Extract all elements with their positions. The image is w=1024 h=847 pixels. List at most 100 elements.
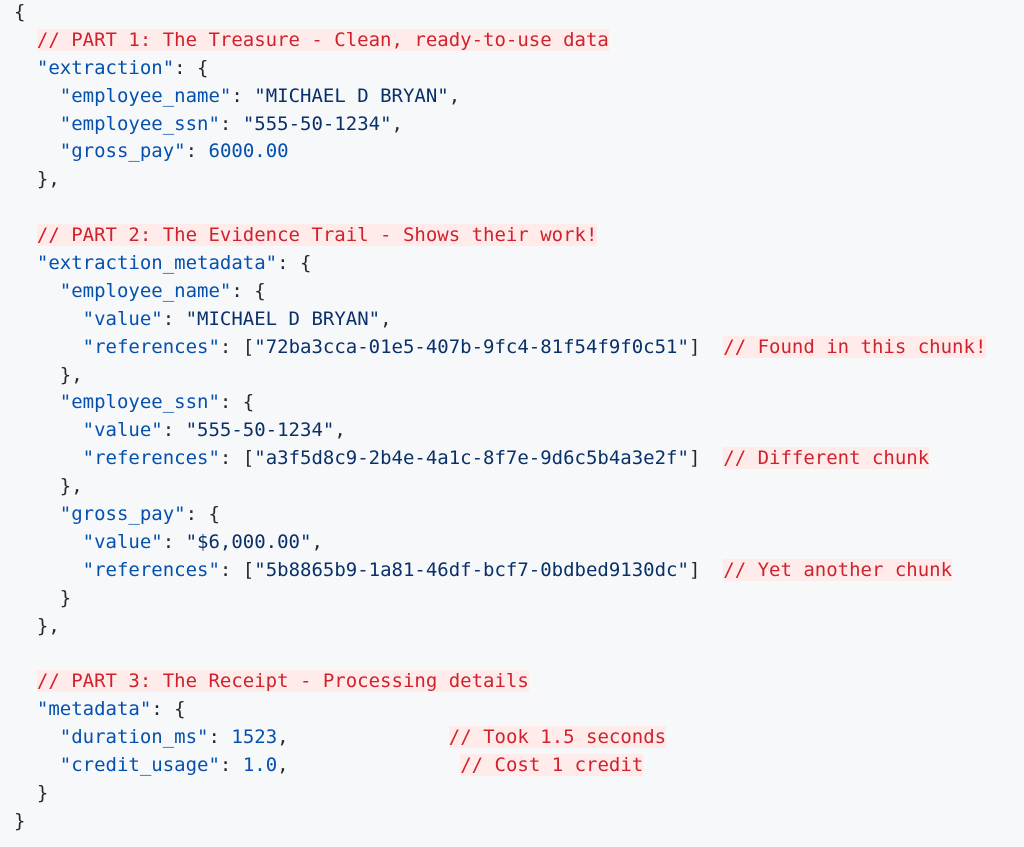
code-line: "references": ["5b8865b9-1a81-46df-bcf7-… — [14, 557, 986, 585]
indent — [14, 336, 83, 358]
code-line: "gross_pay": 6000.00 — [14, 138, 986, 166]
code-comment: // PART 2: The Evidence Trail - Shows th… — [36, 224, 598, 247]
indent — [14, 698, 37, 720]
code-line: "references": ["72ba3cca-01e5-407b-9fc4-… — [14, 334, 987, 362]
punctuation: : — [208, 726, 232, 749]
punctuation: }, — [59, 475, 83, 498]
indent — [14, 419, 83, 441]
indent — [14, 503, 60, 525]
punctuation: : [ — [219, 558, 255, 581]
indent — [14, 252, 37, 274]
json-key: "extraction" — [36, 56, 175, 79]
code-line — [14, 640, 986, 668]
code-comment: // Different chunk — [723, 447, 930, 470]
json-string: "555-50-1234" — [185, 419, 335, 442]
punctuation: : — [162, 419, 186, 442]
code-line: }, — [14, 473, 986, 501]
indent — [14, 531, 83, 553]
json-key: "gross_pay" — [59, 503, 186, 526]
indent — [14, 587, 60, 609]
code-line: // PART 3: The Receipt - Processing deta… — [14, 668, 986, 696]
punctuation: , — [277, 754, 289, 777]
code-line: }, — [14, 166, 986, 194]
code-line — [14, 194, 986, 222]
code-comment: // Yet another chunk — [723, 558, 953, 581]
indent — [14, 726, 60, 748]
punctuation: : — [219, 754, 243, 777]
code-line: "extraction": { — [14, 55, 986, 83]
indent — [14, 754, 60, 776]
json-key: "employee_ssn" — [59, 391, 220, 414]
punctuation: } — [14, 809, 26, 832]
code-comment: // Cost 1 credit — [460, 754, 644, 777]
code-line: } — [14, 585, 986, 613]
json-key: "duration_ms" — [59, 726, 209, 749]
code-line: }, — [14, 613, 986, 641]
punctuation: : { — [151, 698, 186, 721]
punctuation: : — [162, 307, 186, 330]
code-line: "value": "MICHAEL D BRYAN", — [14, 306, 986, 334]
json-key: "gross_pay" — [59, 140, 186, 163]
indent — [14, 364, 60, 386]
punctuation: : [ — [219, 447, 255, 470]
punctuation: }, — [36, 168, 60, 191]
punctuation: : — [219, 112, 243, 135]
punctuation: , — [380, 307, 392, 330]
json-string: "$6,000.00" — [185, 530, 312, 553]
json-string: "MICHAEL D BRYAN" — [254, 84, 449, 107]
code-line: // PART 2: The Evidence Trail - Shows th… — [14, 222, 986, 250]
json-key: "references" — [82, 447, 220, 470]
code-line: } — [14, 808, 986, 836]
punctuation: ] — [688, 335, 701, 358]
json-key: "employee_name" — [59, 279, 232, 302]
punctuation: : { — [277, 252, 312, 275]
indent — [14, 85, 60, 107]
code-line: "value": "$6,000.00", — [14, 529, 986, 557]
json-string: "72ba3cca-01e5-407b-9fc4-81f54f9f0c51" — [254, 335, 689, 358]
json-string: "a3f5d8c9-2b4e-4a1c-8f7e-9d6c5b4a3e2f" — [254, 447, 689, 470]
json-key: "metadata" — [36, 698, 152, 721]
indent — [14, 224, 37, 246]
punctuation: , — [277, 726, 289, 749]
code-comment: // Took 1.5 seconds — [448, 726, 667, 749]
punctuation: , — [448, 84, 461, 107]
code-comment: // Found in this chunk! — [723, 335, 987, 358]
code-line: "value": "555-50-1234", — [14, 417, 986, 445]
json-key: "employee_ssn" — [59, 112, 220, 135]
punctuation: : { — [219, 391, 255, 414]
json-code-block: { // PART 1: The Treasure - Clean, ready… — [14, 0, 987, 836]
indent — [14, 391, 60, 413]
indent — [14, 57, 37, 79]
punctuation: : [ — [219, 335, 255, 358]
indent — [289, 754, 461, 776]
indent — [14, 168, 37, 190]
indent — [289, 726, 449, 748]
indent — [14, 475, 60, 497]
json-key: "credit_usage" — [59, 754, 220, 777]
json-key: "value" — [82, 530, 163, 553]
code-line: "employee_ssn": { — [14, 389, 986, 417]
indent — [14, 559, 83, 581]
indent — [14, 308, 83, 330]
code-line: "metadata": { — [14, 696, 986, 724]
code-line: "credit_usage": 1.0, // Cost 1 credit — [14, 752, 986, 780]
indent — [14, 29, 37, 51]
code-line: } — [14, 780, 986, 808]
code-comment: // PART 3: The Receipt - Processing deta… — [36, 670, 529, 693]
punctuation: , — [334, 419, 346, 442]
indent — [14, 782, 37, 804]
punctuation: : — [231, 84, 255, 107]
indent — [14, 140, 60, 162]
json-number: 1.0 — [242, 754, 278, 777]
code-line: "employee_name": { — [14, 278, 986, 306]
code-line: "employee_name": "MICHAEL D BRYAN", — [14, 83, 986, 111]
code-line: "extraction_metadata": { — [14, 250, 986, 278]
json-key: "value" — [82, 419, 163, 442]
code-line: "references": ["a3f5d8c9-2b4e-4a1c-8f7e-… — [14, 445, 986, 473]
punctuation: } — [59, 586, 72, 609]
indent — [14, 280, 60, 302]
code-line: }, — [14, 362, 986, 390]
json-string: "555-50-1234" — [242, 112, 392, 135]
punctuation: ] — [688, 447, 701, 470]
code-line: { — [14, 0, 986, 27]
